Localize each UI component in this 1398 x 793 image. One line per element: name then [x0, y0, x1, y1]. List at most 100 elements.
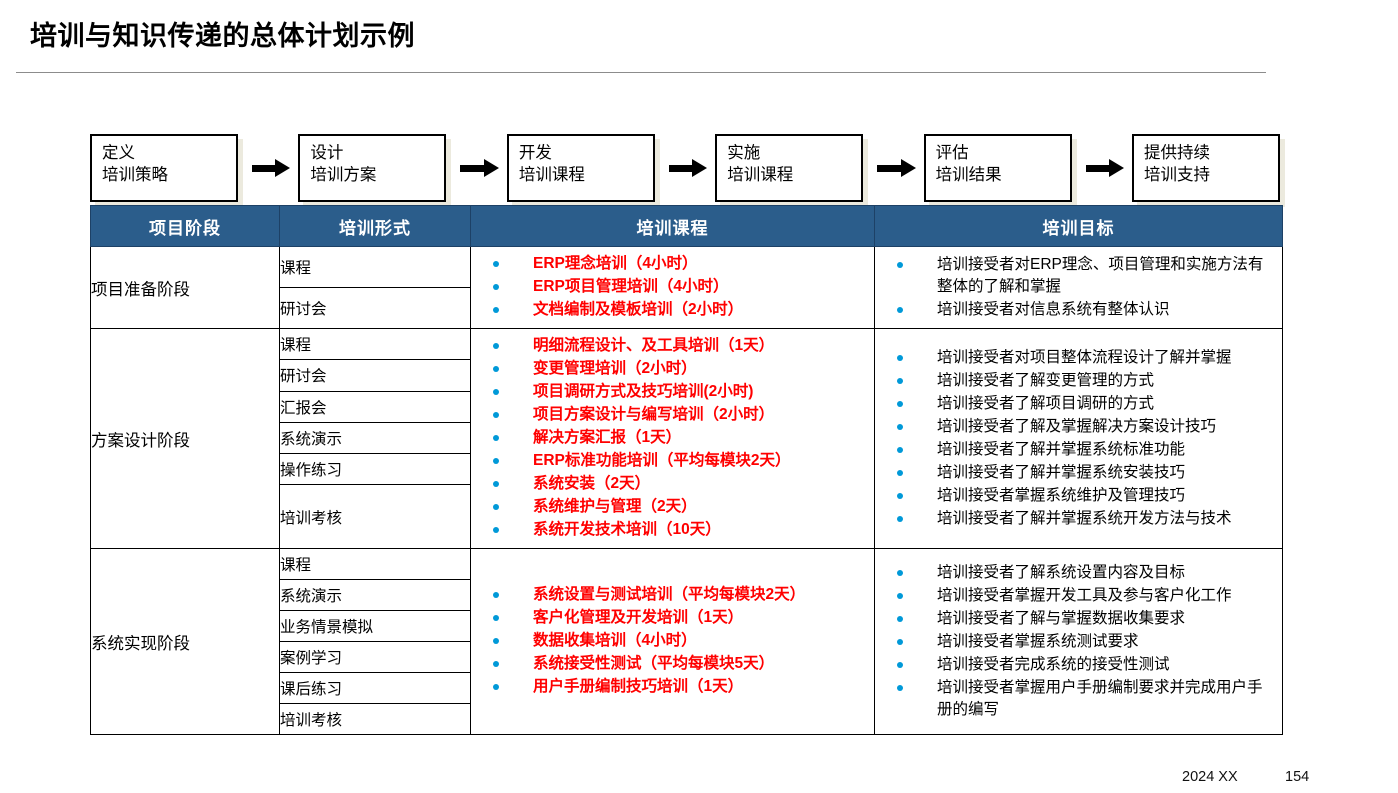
- page-title: 培训与知识传递的总体计划示例: [30, 21, 415, 51]
- course-item: 数据收集培训（4小时）: [487, 630, 868, 652]
- table-row: 培训考核: [91, 703, 1283, 735]
- form-cell: 课程: [279, 327, 471, 361]
- arrow-head: [1109, 159, 1125, 177]
- form-cell: 研讨会: [279, 287, 471, 329]
- form-cell: 研讨会: [279, 359, 471, 392]
- process-step-line2: 培训策略: [102, 166, 168, 185]
- goal-item: 培训接受者对项目整体流程设计了解并掌握: [891, 347, 1276, 369]
- arrow-right-icon: [238, 134, 298, 202]
- process-flow-diagram: 定义培训策略设计培训方案开发培训课程实施培训课程评估培训结果提供持续培训支持: [90, 134, 1281, 202]
- table-row: 课后练习: [91, 672, 1283, 704]
- goal-item: 培训接受者对ERP理念、项目管理和实施方法有整体的了解和掌握: [891, 254, 1276, 298]
- course-item: 解决方案汇报（1天）: [487, 427, 868, 449]
- arrow-shaft: [460, 164, 485, 172]
- goal-cell: 培训接受者对项目整体流程设计了解并掌握培训接受者了解变更管理的方式培训接受者了解…: [874, 328, 1283, 549]
- form-cell: 业务情景模拟: [279, 610, 471, 642]
- table-row: 系统演示: [91, 421, 1283, 455]
- stage-cell: 项目准备阶段: [90, 246, 280, 329]
- column-header-goal: 培训目标: [874, 205, 1283, 247]
- process-step-4: 实施培训课程: [715, 134, 864, 202]
- course-item: 项目调研方式及技巧培训(2小时): [487, 381, 868, 403]
- process-step-line1: 实施: [727, 144, 761, 162]
- goal-list: 培训接受者对项目整体流程设计了解并掌握培训接受者了解变更管理的方式培训接受者了解…: [875, 341, 1282, 537]
- form-cell: 课后练习: [279, 672, 471, 704]
- course-item: 明细流程设计、及工具培训（1天）: [487, 335, 868, 357]
- goal-item: 培训接受者掌握用户手册编制要求并完成用户手册的编写: [891, 677, 1276, 721]
- goal-item: 培训接受者了解并掌握系统安装技巧: [891, 462, 1276, 484]
- table-row: 操作练习: [91, 453, 1283, 486]
- table-header: 项目阶段 培训形式 培训课程 培训目标: [90, 205, 1283, 247]
- goal-item: 培训接受者了解项目调研的方式: [891, 393, 1276, 415]
- course-cell: 明细流程设计、及工具培训（1天）变更管理培训（2小时）项目调研方式及技巧培训(2…: [470, 328, 875, 549]
- process-step-5: 评估培训结果: [923, 134, 1072, 202]
- arrow-shaft: [668, 164, 694, 172]
- table-row: 研讨会: [91, 287, 1283, 329]
- goal-item: 培训接受者掌握开发工具及参与客户化工作: [891, 585, 1276, 607]
- title-divider: [16, 72, 1266, 73]
- arrow-right-icon: [1072, 134, 1132, 202]
- process-step-line2: 培训课程: [727, 166, 794, 185]
- goal-list: 培训接受者对ERP理念、项目管理和实施方法有整体的了解和掌握培训接受者对信息系统…: [875, 248, 1282, 328]
- goal-cell: 培训接受者对ERP理念、项目管理和实施方法有整体的了解和掌握培训接受者对信息系统…: [874, 246, 1283, 329]
- process-step-line2: 培训课程: [518, 166, 585, 185]
- form-cell: 培训考核: [279, 703, 471, 735]
- goal-item: 培训接受者掌握系统维护及管理技巧: [891, 485, 1276, 507]
- process-step-2: 设计培训方案: [298, 134, 447, 202]
- course-item: 系统开发技术培训（10天）: [487, 519, 868, 541]
- course-item: 变更管理培训（2小时）: [487, 358, 868, 380]
- course-list: ERP理念培训（4小时）ERP项目管理培训（4小时）文档编制及模板培训（2小时）: [471, 247, 874, 328]
- course-item: 客户化管理及开发培训（1天）: [487, 607, 868, 629]
- table-row: 方案设计阶段课程明细流程设计、及工具培训（1天）变更管理培训（2小时）项目调研方…: [90, 327, 1283, 549]
- goal-item: 培训接受者了解变更管理的方式: [891, 370, 1276, 392]
- course-item: ERP标准功能培训（平均每模块2天）: [487, 450, 868, 472]
- course-cell: ERP理念培训（4小时）ERP项目管理培训（4小时）文档编制及模板培训（2小时）: [470, 246, 875, 329]
- form-cell: 系统演示: [279, 421, 471, 455]
- course-item: ERP项目管理培训（4小时）: [487, 276, 868, 298]
- stage-cell: 方案设计阶段: [90, 328, 280, 549]
- process-step-line2: 培训支持: [1144, 166, 1211, 185]
- goal-item: 培训接受者了解及掌握解决方案设计技巧: [891, 416, 1276, 438]
- column-header-course: 培训课程: [470, 205, 875, 247]
- goal-item: 培训接受者了解与掌握数据收集要求: [891, 608, 1276, 630]
- goal-list: 培训接受者了解系统设置内容及目标培训接受者掌握开发工具及参与客户化工作培训接受者…: [875, 556, 1282, 728]
- course-item: 文档编制及模板培训（2小时）: [487, 299, 868, 321]
- course-list: 系统设置与测试培训（平均每模块2天）客户化管理及开发培训（1天）数据收集培训（4…: [471, 578, 874, 705]
- form-cell: 培训考核: [279, 484, 471, 549]
- course-item: 系统维护与管理（2天）: [487, 496, 868, 518]
- form-cell: 操作练习: [279, 453, 471, 486]
- process-step-line1: 开发: [518, 144, 552, 162]
- goal-item: 培训接受者对信息系统有整体认识: [891, 299, 1276, 321]
- column-header-stage: 项目阶段: [90, 205, 280, 247]
- table-row: 业务情景模拟: [91, 610, 1283, 642]
- process-step-3: 开发培训课程: [506, 134, 655, 202]
- arrow-shaft: [877, 164, 902, 172]
- arrow-head: [900, 159, 916, 177]
- course-item: 用户手册编制技巧培训（1天）: [487, 676, 868, 698]
- table-row: 系统演示: [91, 579, 1283, 611]
- arrow-head: [692, 159, 708, 177]
- table-row: 研讨会: [91, 359, 1283, 392]
- process-step-line2: 培训结果: [935, 166, 1002, 185]
- course-list: 明细流程设计、及工具培训（1天）变更管理培训（2小时）项目调研方式及技巧培训(2…: [471, 329, 874, 548]
- goal-cell: 培训接受者了解系统设置内容及目标培训接受者掌握开发工具及参与客户化工作培训接受者…: [874, 548, 1283, 735]
- table-row: 案例学习: [91, 641, 1283, 673]
- course-item: 系统安装（2天）: [487, 473, 868, 495]
- process-step-line2: 培训方案: [310, 166, 377, 185]
- form-cell: 汇报会: [279, 390, 471, 423]
- footer-date: 2024 XX: [1182, 769, 1238, 785]
- process-step-line1: 设计: [310, 144, 344, 162]
- arrow-shaft: [1085, 164, 1111, 172]
- process-step-line1: 提供持续: [1144, 144, 1211, 162]
- process-step-6: 提供持续培训支持: [1132, 134, 1281, 202]
- form-cell: 系统演示: [279, 579, 471, 611]
- page-number: 154: [1285, 769, 1310, 785]
- course-cell: 系统设置与测试培训（平均每模块2天）客户化管理及开发培训（1天）数据收集培训（4…: [470, 548, 875, 735]
- arrow-right-icon: [446, 134, 506, 202]
- course-item: ERP理念培训（4小时）: [487, 253, 868, 275]
- stage-cell: 系统实现阶段: [90, 548, 280, 735]
- arrow-right-icon: [655, 134, 715, 202]
- table-row: 培训考核: [91, 484, 1283, 549]
- goal-item: 培训接受者了解系统设置内容及目标: [891, 562, 1276, 584]
